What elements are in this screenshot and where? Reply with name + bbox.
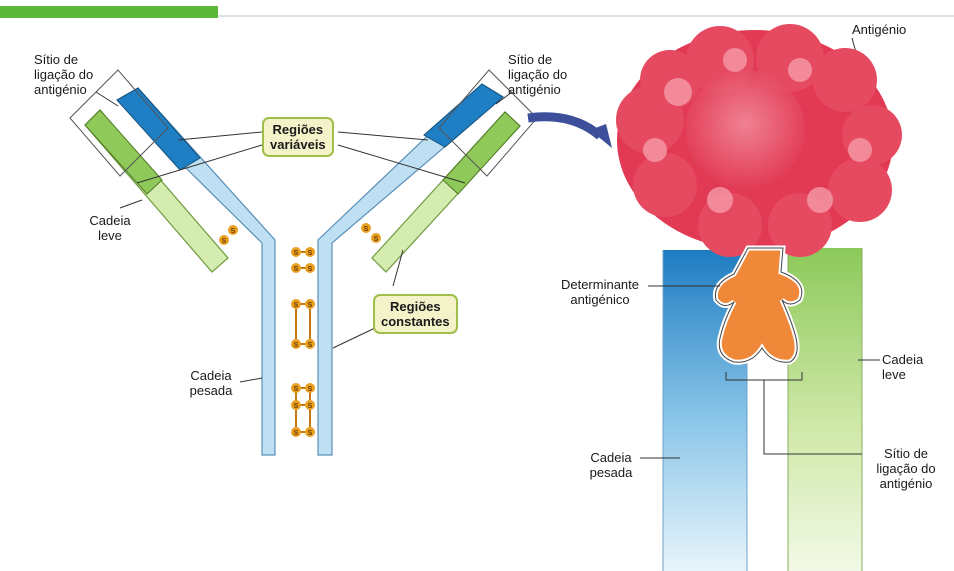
disulfide-bond-label: S — [308, 386, 313, 393]
disulfide-bond-label: S — [308, 250, 313, 257]
disulfide-bond-label: S — [308, 266, 313, 273]
binding-detail — [616, 24, 902, 571]
disulfide-bond-label: S — [231, 228, 236, 235]
label-antigen-binding-site-right: Sítio de ligação do antigénio — [508, 52, 567, 97]
disulfide-bond-label: S — [308, 302, 313, 309]
disulfide-bond-label: S — [294, 386, 299, 393]
label-antigen-binding-site-bottom: Sítio de ligação do antigénio — [862, 446, 950, 491]
heavy-chain-right — [318, 84, 503, 455]
label-light-chain-right: Cadeia leve — [882, 352, 923, 382]
disulfide-bond-label: S — [364, 226, 369, 233]
disulfide-bond-label: S — [308, 430, 313, 437]
disulfide-bond-label: S — [294, 266, 299, 273]
disulfide-bond-label: S — [374, 236, 379, 243]
binding-arrow — [528, 117, 600, 136]
disulfide-bond-label: S — [294, 403, 299, 410]
label-heavy-chain-right: Cadeia pesada — [582, 450, 640, 480]
label-antigenic-determinant: Determinante antigénico — [552, 277, 648, 307]
disulfide-bond-label: S — [222, 238, 227, 245]
disulfide-bond-label: S — [308, 342, 313, 349]
callout-constant-regions: Regiões constantes — [373, 294, 458, 334]
disulfide-bond-label: S — [294, 250, 299, 257]
callout-variable-regions: Regiões variáveis — [262, 117, 334, 157]
label-light-chain-left: Cadeia leve — [82, 213, 138, 243]
heavy-chain-left — [117, 88, 275, 455]
disulfide-bond-label: S — [294, 302, 299, 309]
label-antigen: Antigénio — [852, 22, 906, 37]
antigen-blob — [616, 24, 902, 257]
label-heavy-chain-left: Cadeia pesada — [182, 368, 240, 398]
label-antigen-binding-site-left: Sítio de ligação do antigénio — [34, 52, 93, 97]
disulfide-bond-label: S — [308, 403, 313, 410]
top-green-bar — [0, 6, 218, 18]
disulfide-bond-label: S — [294, 430, 299, 437]
disulfide-bond-label: S — [294, 342, 299, 349]
